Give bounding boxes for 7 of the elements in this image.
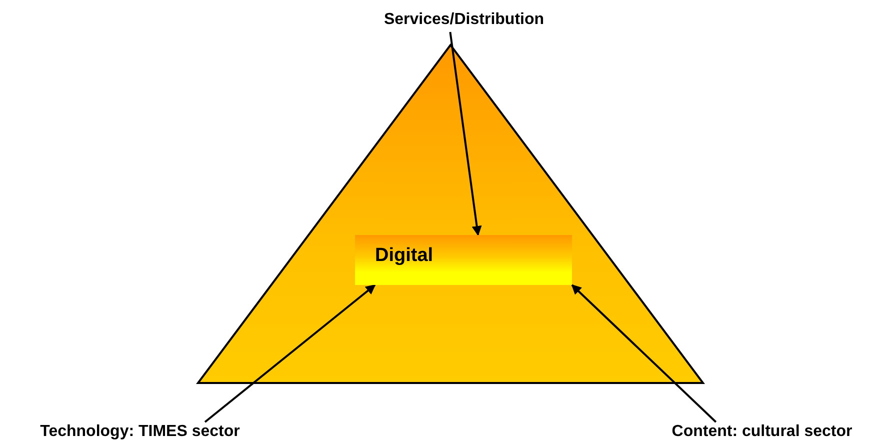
vertex-label: Services/Distribution	[349, 10, 579, 32]
arrow	[571, 284, 717, 423]
arrow	[449, 32, 482, 236]
arrow	[204, 284, 376, 423]
digital-band: Digital	[355, 235, 572, 285]
vertex-label: Technology: TIMES sector	[10, 422, 270, 441]
vertex-label: Content: cultural sector	[636, 422, 888, 441]
